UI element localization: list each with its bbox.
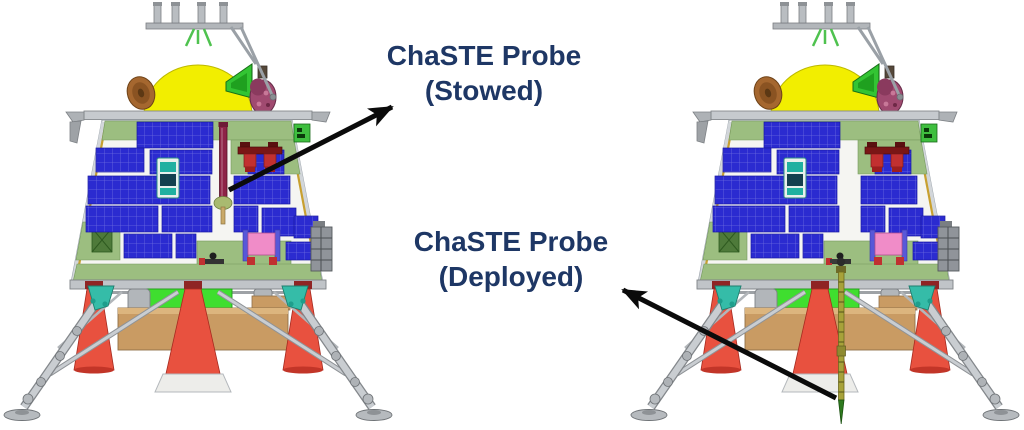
lander-figure-stowed: [4, 2, 392, 421]
chaste-probe-stowed-icon: [213, 122, 233, 225]
deployed-label: ChaSTE Probe (Deployed): [376, 224, 646, 294]
stowed-label-line2: (Stowed): [424, 75, 544, 106]
lander-figure-deployed: [631, 2, 1019, 424]
stowed-label: ChaSTE Probe (Stowed): [349, 38, 619, 108]
deployed-label-line1: ChaSTE Probe: [413, 226, 609, 257]
deployed-arrow-icon: [621, 287, 838, 401]
deployed-label-line2: (Deployed): [438, 261, 584, 292]
stowed-arrow-icon: [227, 104, 394, 193]
stowed-label-line1: ChaSTE Probe: [386, 40, 582, 71]
chaste-probe-deployed-icon: [830, 257, 846, 425]
